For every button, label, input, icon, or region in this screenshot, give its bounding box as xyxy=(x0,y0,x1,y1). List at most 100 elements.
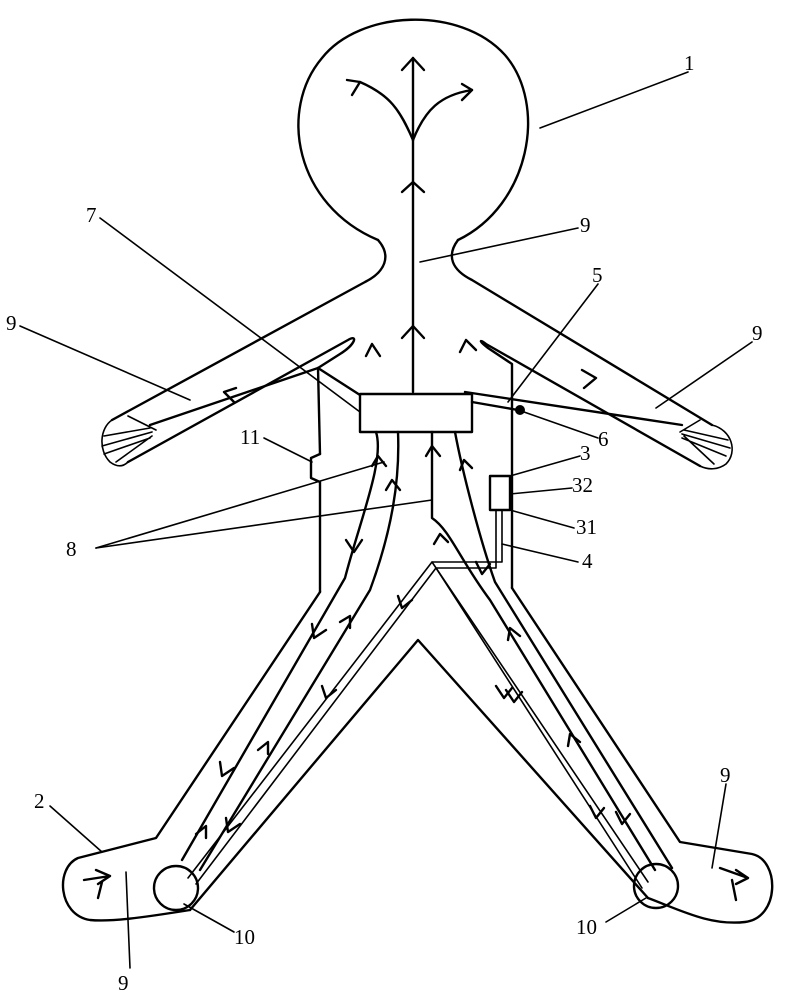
label-8: 8 xyxy=(66,537,77,561)
head-outline xyxy=(297,18,530,242)
arrow-leg-r3 xyxy=(506,626,522,642)
label-3: 3 xyxy=(580,441,591,465)
label-31: 31 xyxy=(576,515,597,539)
leader-1 xyxy=(539,71,689,129)
left-arm-channel-2 xyxy=(316,366,362,397)
label-4: 4 xyxy=(582,549,593,573)
head-branch-right xyxy=(411,88,474,142)
leader-32 xyxy=(509,487,573,495)
switch-6 xyxy=(515,405,525,415)
leader-10-right xyxy=(605,897,647,923)
label-5: 5 xyxy=(592,263,603,287)
arrow-torso-l3 xyxy=(344,538,364,554)
left-arm-bottom-torso xyxy=(126,337,356,464)
left-torso-bump xyxy=(309,452,322,594)
left-shoulder-arm-top xyxy=(110,238,387,422)
left-leg-channel-a xyxy=(180,430,380,862)
arrow-torso-r2 xyxy=(458,458,474,472)
right-leg-outer xyxy=(510,586,774,924)
leader-8a xyxy=(95,461,385,549)
left-leg-outer xyxy=(61,590,322,922)
arrow-right-shoulder xyxy=(458,338,478,354)
pipe-network-4 xyxy=(435,567,643,889)
leader-9-left-arm xyxy=(19,325,191,401)
left-hand xyxy=(101,415,157,467)
arrow-foot-left xyxy=(82,868,112,900)
arrow-leg-r2 xyxy=(474,560,492,576)
right-arm-bottom-torso xyxy=(479,339,702,590)
arrow-neck-up xyxy=(400,180,426,194)
leader-31 xyxy=(509,509,575,529)
right-leg-channel-b xyxy=(430,430,657,872)
pipe-network-3 xyxy=(431,561,649,883)
label-7: 7 xyxy=(86,203,97,227)
arrow-left-arm xyxy=(222,386,238,404)
channels xyxy=(148,56,684,889)
arrow-leg-l1 xyxy=(310,622,328,640)
arrow-head-right xyxy=(460,82,474,102)
arrow-leg-r4 xyxy=(494,684,514,700)
leader-5 xyxy=(507,283,599,403)
arrow-right-arm xyxy=(580,368,598,390)
pipe-network xyxy=(187,509,503,879)
leader-11 xyxy=(263,437,313,463)
leader-8b xyxy=(95,499,433,549)
arrow-leg-r7 xyxy=(588,804,606,820)
arrow-foot-right xyxy=(718,866,750,902)
arrow-torso-r1 xyxy=(424,444,442,458)
arrow-leg-l2 xyxy=(338,614,352,630)
label-32: 32 xyxy=(572,473,593,497)
legs-inner xyxy=(188,638,650,912)
arrow-leg-l3 xyxy=(396,594,414,610)
ball-10-left xyxy=(152,864,200,912)
leader-2 xyxy=(49,805,103,853)
arrow-leg-r8 xyxy=(614,810,632,826)
arrow-torso-l2 xyxy=(384,478,402,492)
label-2: 2 xyxy=(34,789,45,813)
leader-3 xyxy=(509,455,581,477)
leader-9-neck xyxy=(419,227,579,263)
label-9-left-arm: 9 xyxy=(6,311,17,335)
right-hand xyxy=(679,419,733,470)
arrow-leg-l6 xyxy=(218,760,236,778)
left-leg-channel-b xyxy=(198,430,400,872)
leader-10-left xyxy=(183,903,235,933)
head-branch-left xyxy=(358,80,415,142)
label-9-right-arm: 9 xyxy=(752,321,763,345)
left-arm-channel xyxy=(148,366,320,427)
arrow-leg-l8 xyxy=(194,824,208,840)
label-6: 6 xyxy=(598,427,609,451)
label-10-right: 10 xyxy=(576,915,597,939)
pump-3 xyxy=(488,474,512,512)
connector-5 xyxy=(470,400,520,412)
body-outline xyxy=(61,18,774,924)
leader-9-left-foot xyxy=(125,871,131,969)
arrow-head-left xyxy=(345,78,362,97)
leader-4 xyxy=(501,543,579,563)
right-leg-channel-a xyxy=(453,430,674,870)
leader-lines xyxy=(19,71,753,969)
ball-10-right xyxy=(632,862,680,910)
arrow-leg-r5 xyxy=(504,688,524,704)
leader-9-right-foot xyxy=(711,783,727,869)
leader-7 xyxy=(99,217,361,413)
labels: 1 7 9 5 9 9 6 11 3 32 31 8 4 9 2 10 10 9 xyxy=(6,51,763,995)
label-11: 11 xyxy=(240,425,260,449)
arrow-leg-r1 xyxy=(432,532,450,546)
flow-arrows xyxy=(82,56,750,902)
label-9-right-foot: 9 xyxy=(720,763,731,787)
arrow-leg-l5 xyxy=(256,740,270,756)
control-box-7 xyxy=(358,392,474,434)
arrow-head-up xyxy=(400,56,426,72)
pipe-network-2 xyxy=(195,509,497,885)
label-9-left-foot: 9 xyxy=(118,971,129,995)
leader-6 xyxy=(523,411,599,439)
label-1: 1 xyxy=(684,51,695,75)
label-10-left: 10 xyxy=(234,925,255,949)
arrow-chest-up xyxy=(400,324,426,340)
arrow-leg-r6 xyxy=(566,732,582,748)
right-arm-channel xyxy=(463,390,684,427)
right-shoulder-arm-top xyxy=(450,238,714,427)
label-9-neck: 9 xyxy=(580,213,591,237)
